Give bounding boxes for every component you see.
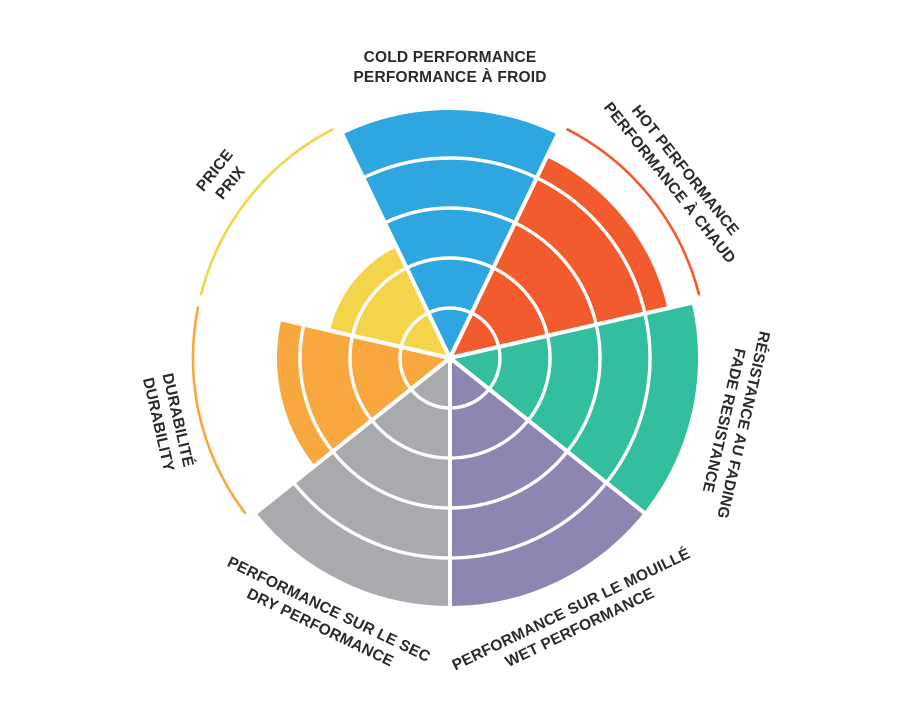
sector-price [326,243,452,360]
ring-divider-dry-performance [292,481,451,560]
ring-divider-durability [348,335,374,422]
ring-divider-fade-resistance [565,324,602,453]
ring-divider-price [399,311,430,348]
ring-divider-price [350,266,408,337]
ring-divider-dry-performance [370,419,451,460]
fade-resistance-label: RÉSISTANCE AU FADINGFADE RESISTANCE [694,325,773,520]
accent-arc-hot-performance [566,128,701,296]
ring-divider-durability [298,324,335,453]
ring-divider-hot-performance [470,311,501,348]
accent-arc-durability [191,306,247,515]
ring-divider-wet-performance [449,450,569,510]
sector-dry-performance [252,356,452,610]
ring-divider-cold-performance [362,156,538,180]
ring-divider-cold-performance [384,206,516,225]
sector-cold-performance [339,106,561,360]
price-label: PRICEPRIX [193,146,252,207]
ring-divider-wet-performance [449,419,530,460]
ring-divider-fade-resistance [605,313,652,484]
ring-divider-cold-performance [405,256,495,270]
ring-divider-fade-resistance [526,335,552,422]
ring-divider-hot-performance [492,266,550,337]
sector-fade-resistance [448,300,702,516]
ring-divider-hot-performance [514,221,598,325]
ring-divider-cold-performance [427,306,473,315]
ring-divider-fade-resistance [487,346,502,391]
ring-divider-durability [398,346,413,391]
ring-divider-wet-performance [449,388,491,410]
ring-divider-dry-performance [409,388,451,410]
accent-arc-price [199,128,334,296]
durability-label: DURABILITÉDURABILITY [139,372,197,474]
sector-wet-performance [448,356,648,610]
ring-divider-wet-performance [449,481,608,560]
ring-divider-hot-performance [536,176,647,314]
ring-divider-dry-performance [331,450,451,510]
